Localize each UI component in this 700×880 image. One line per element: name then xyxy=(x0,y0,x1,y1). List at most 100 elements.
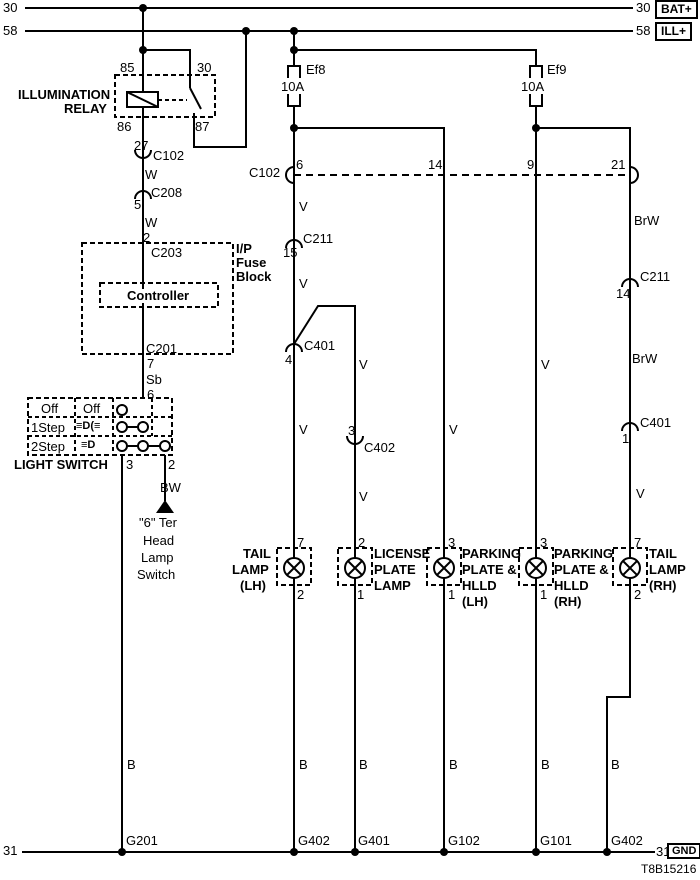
wire-v-d: V xyxy=(541,357,550,372)
c102-arc-left xyxy=(285,166,295,184)
light-switch-label: LIGHT SWITCH xyxy=(14,457,108,472)
headlamp-icon: ≡D xyxy=(81,439,96,451)
wire-v-b1: V xyxy=(359,357,368,372)
switch-1step: 1Step xyxy=(31,420,65,435)
fuse-ef9-rating: 10A xyxy=(521,79,545,94)
connector-c211-a: C211 xyxy=(303,231,334,246)
wire-ef9-in xyxy=(294,49,537,66)
wire-b-3: B xyxy=(359,757,368,772)
c102-arc-right xyxy=(629,166,639,184)
switch-contact xyxy=(137,440,149,452)
wire-branch-column-c xyxy=(294,127,445,852)
bus-58-label-left: 58 xyxy=(3,23,18,38)
lamp3-pin-top: 3 xyxy=(448,535,456,550)
connector-c102-row xyxy=(285,166,639,184)
ip-block-line2: Fuse xyxy=(236,255,267,270)
wire-b-6: B xyxy=(611,757,620,772)
connector-c402: C402 xyxy=(364,440,396,455)
connector-arc-c402-3 xyxy=(346,435,364,445)
wire-b-4: B xyxy=(449,757,458,772)
connector-c102-row-label: C102 xyxy=(249,165,281,180)
ip-block-line1: I/P xyxy=(236,241,252,256)
lamp5-name-line3: (RH) xyxy=(649,578,677,593)
fuse-ef8 xyxy=(287,65,301,107)
pin-27: 27 xyxy=(134,138,149,153)
wire-v-e: V xyxy=(636,486,645,501)
ground-g402-1: G402 xyxy=(298,833,330,848)
relay-pin-87: 87 xyxy=(195,119,210,134)
headlamp-ref-line1: "6" Ter xyxy=(139,515,177,530)
switch-contact xyxy=(159,440,171,452)
wire-w-2: W xyxy=(145,215,158,230)
lamp4-name-line2: PLATE & xyxy=(554,562,609,577)
fuse-ef8-rating: 10A xyxy=(281,79,305,94)
ground-g102: G102 xyxy=(448,833,480,848)
bat-plus-tag: BAT+ xyxy=(655,0,698,20)
bus-30-label-left: 30 xyxy=(3,0,18,15)
pin-3-c402: 3 xyxy=(348,423,356,438)
headlamp-ref-line3: Lamp xyxy=(141,550,174,565)
gnd-tag: GND xyxy=(667,843,700,860)
light-switch-symbol xyxy=(27,397,173,456)
wire-relay-87-to-ill-bus xyxy=(193,31,247,148)
ground-g402-2: G402 xyxy=(611,833,643,848)
wire-v-a2: V xyxy=(299,276,308,291)
lamp2-name-line1: LICENSE xyxy=(374,546,431,561)
ip-fuse-block-box xyxy=(81,242,234,355)
wire-v-a1: V xyxy=(299,199,308,214)
lamp4-pin-bottom: 1 xyxy=(540,587,548,602)
switch-pin-3: 3 xyxy=(126,457,134,472)
lamp2-pin-bottom: 1 xyxy=(357,587,365,602)
connector-arc-c102-27 xyxy=(134,149,152,159)
lamp5-pin-top: 7 xyxy=(634,535,642,550)
lamp4-name-line3: HLLD xyxy=(554,578,589,593)
wire-v-a3: V xyxy=(299,422,308,437)
connector-c102: C102 xyxy=(153,148,185,163)
controller-label: Controller xyxy=(125,288,192,303)
lamp4-pin-top: 3 xyxy=(540,535,548,550)
wire-b-1: B xyxy=(127,757,136,772)
offpage-arrow xyxy=(156,500,174,513)
connector-arc-c211-14 xyxy=(621,278,639,288)
headlamp-ref-line4: Switch xyxy=(137,567,176,582)
lamp2-name-line2: PLATE xyxy=(374,562,416,577)
wire-brw-1: BrW xyxy=(634,213,660,228)
junction-dots xyxy=(118,4,611,856)
fuse-ef9 xyxy=(529,65,543,107)
connector-arc-c208-5 xyxy=(134,190,152,200)
lamp2-pin-top: 2 xyxy=(358,535,366,550)
connector-c203: C203 xyxy=(151,245,183,260)
lamp3-name-line2: PLATE & xyxy=(462,562,517,577)
lamp1-pin-top: 7 xyxy=(297,535,305,550)
lamp3-pin-bottom: 1 xyxy=(448,587,456,602)
lamp5-name-line1: TAIL xyxy=(649,546,677,561)
connector-c201: C201 xyxy=(146,341,178,356)
ground-g401: G401 xyxy=(358,833,390,848)
ill-plus-tag: ILL+ xyxy=(655,22,693,42)
connector-c211-b: C211 xyxy=(640,269,671,284)
parking-plate-hlld-rh-symbol xyxy=(518,547,554,586)
wire-b-2: B xyxy=(299,757,308,772)
lamp3-name-line3: HLLD xyxy=(462,578,497,593)
ground-g201: G201 xyxy=(126,833,158,848)
tail-lamp-rh-symbol xyxy=(612,547,648,586)
ip-block-line3: Block xyxy=(236,269,272,284)
relay-name-line1: ILLUMINATION xyxy=(18,87,111,102)
wire-v-b2: V xyxy=(359,489,368,504)
switch-contact xyxy=(137,421,149,433)
connector-c401-b: C401 xyxy=(640,415,672,430)
switch-contact-links xyxy=(127,426,160,447)
switch-off-2: Off xyxy=(83,401,101,416)
wire-sb: Sb xyxy=(146,372,162,387)
bus-31-label-right: 31 xyxy=(656,844,671,859)
headlamp-ref-line2: Head xyxy=(143,533,175,548)
switch-contact xyxy=(116,421,128,433)
connector-arc-c211-15 xyxy=(285,239,303,249)
lamp5-pin-bottom: 2 xyxy=(634,587,642,602)
lamp5-name-line2: LAMP xyxy=(649,562,686,577)
pin-21: 21 xyxy=(611,157,626,172)
inline-connector-arcs xyxy=(134,149,639,445)
tail-lamp-lh-symbol xyxy=(276,547,312,586)
lamp4-name-line1: PARKING xyxy=(554,546,613,561)
